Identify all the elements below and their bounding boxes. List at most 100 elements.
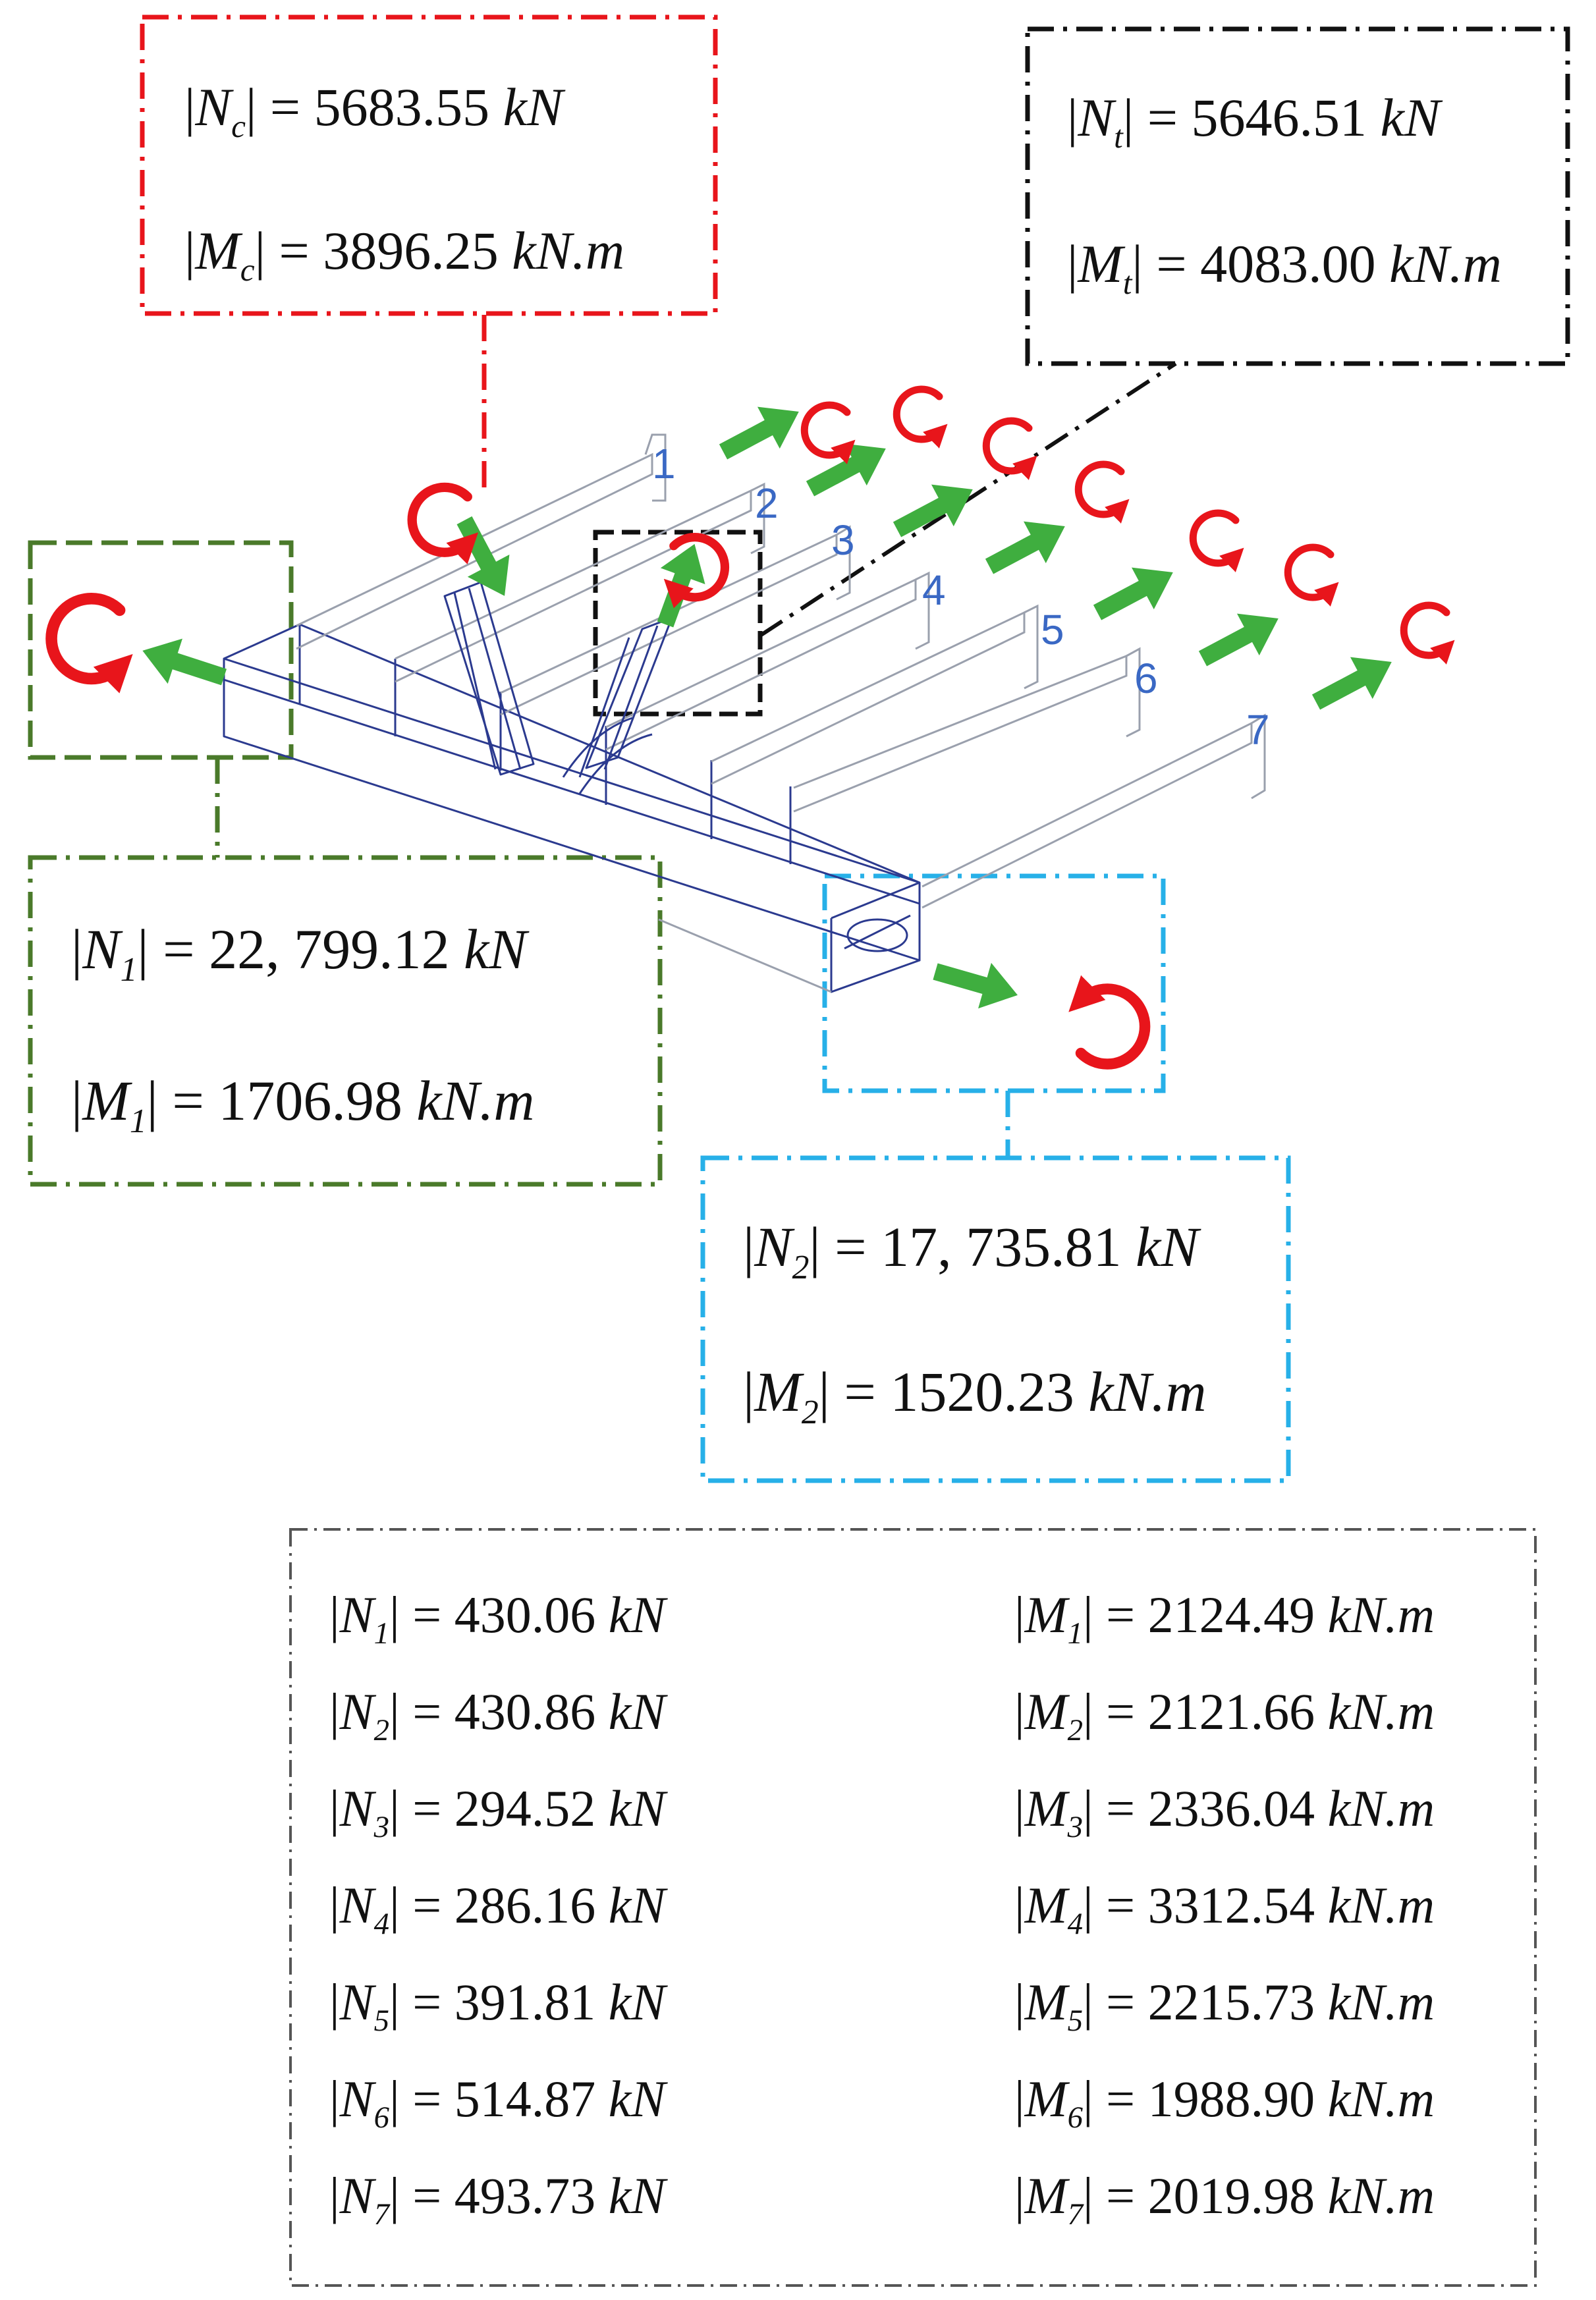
moment-arrow-icon — [1078, 464, 1121, 514]
beams-box-frame — [289, 1528, 1537, 2287]
abs-bar: | — [1067, 88, 1078, 148]
unit: kN — [489, 77, 566, 137]
unit: kN — [1122, 1215, 1202, 1278]
equals: = — [1134, 88, 1191, 148]
symbol: M — [1077, 234, 1126, 294]
subscript: 1 — [130, 1103, 147, 1140]
abs-bar: | — [147, 1069, 158, 1132]
beam-axial-force-2: |N2| = 430.86 kN — [329, 1683, 668, 1747]
value: 391.81 — [454, 1973, 596, 2031]
abs-bar: | — [1083, 1780, 1093, 1837]
symbol: M — [753, 1360, 804, 1423]
beam-moment-1: |M1| = 2124.49 kN.m — [1014, 1586, 1435, 1651]
unit: kN.m — [1074, 1360, 1207, 1423]
beam-moment-2: |M2| = 2121.66 kN.m — [1014, 1683, 1435, 1747]
beam-label-6: 6 — [1134, 655, 1158, 702]
abs-bar: | — [71, 1069, 82, 1132]
symbol: N — [339, 1586, 377, 1643]
value: 430.06 — [454, 1586, 596, 1643]
equals: = — [158, 1069, 219, 1132]
end1-moment: |M1| = 1706.98 kN.m — [71, 1069, 535, 1140]
tension-axial-force: |Nt| = 5646.51 kN — [1067, 88, 1443, 155]
equals: = — [149, 917, 209, 981]
unit: kN.m — [1376, 234, 1502, 294]
value: 22, 799.12 — [209, 917, 450, 981]
value: 4083.00 — [1200, 234, 1376, 294]
abs-bar: | — [1132, 234, 1142, 294]
subscript: 1 — [121, 951, 138, 989]
force-arrow-icon — [643, 535, 717, 633]
chord-box-frame — [140, 14, 718, 316]
symbol: N — [754, 1215, 795, 1278]
symbol: N — [339, 1876, 377, 1934]
unit: kN.m — [1315, 1973, 1435, 2031]
symbol: N — [82, 917, 123, 981]
symbol: N — [1077, 88, 1116, 148]
abs-bar: | — [1014, 2070, 1025, 2127]
abs-bar: | — [389, 1586, 400, 1643]
subscript: 2 — [792, 1249, 810, 1286]
symbol: M — [1024, 1973, 1070, 2031]
equals: = — [1093, 2167, 1148, 2224]
abs-bar: | — [255, 221, 265, 281]
abs-bar: | — [1083, 1973, 1093, 2031]
symbol: N — [339, 1973, 377, 2031]
abs-bar: | — [329, 1683, 340, 1740]
abs-bar: | — [329, 1876, 340, 1934]
value: 514.87 — [454, 2070, 596, 2127]
abs-bar: | — [184, 77, 195, 137]
unit: kN — [595, 1973, 668, 2031]
moment-arrow-icon — [1193, 513, 1236, 563]
beam-moment-6: |M6| = 1988.90 kN.m — [1014, 2070, 1435, 2135]
moment-arrow-icon — [896, 389, 939, 439]
value: 5646.51 — [1191, 88, 1367, 148]
unit: kN.m — [1315, 2167, 1435, 2224]
abs-bar: | — [1083, 2070, 1093, 2127]
abs-bar: | — [329, 1780, 340, 1837]
equals: = — [1093, 2070, 1148, 2127]
subscript: 3 — [373, 1810, 389, 1844]
subscript: t — [1123, 265, 1133, 301]
value: 2019.98 — [1148, 2167, 1315, 2224]
symbol: M — [81, 1069, 132, 1132]
end2-box-frame — [700, 1155, 1291, 1483]
unit: kN.m — [1315, 1683, 1435, 1740]
symbol: M — [1024, 1586, 1070, 1643]
subscript: 1 — [374, 1616, 389, 1651]
abs-bar: | — [1014, 1586, 1025, 1643]
unit: kN.m — [402, 1069, 535, 1132]
equals: = — [400, 1683, 454, 1740]
symbol: N — [194, 77, 234, 137]
equals: = — [400, 1973, 454, 2031]
force-arrow-icon — [886, 468, 984, 551]
equation-layer: |Nc| = 5683.55 kN|Mc| = 3896.25 kN.m|Nt|… — [71, 77, 1502, 2232]
tension-box-frame — [1025, 26, 1570, 366]
moment-arrow-icon — [1288, 547, 1331, 597]
unit: kN.m — [1315, 2070, 1435, 2127]
subscript: c — [240, 252, 255, 288]
subscript: 7 — [374, 2197, 391, 2232]
force-arrow-icon — [1086, 551, 1184, 634]
value: 1706.98 — [218, 1069, 402, 1132]
equals: = — [265, 221, 323, 281]
unit: kN.m — [1315, 1780, 1435, 1837]
subscript: t — [1114, 119, 1124, 155]
unit: kN — [595, 1683, 668, 1740]
end2-axial-force: |N2| = 17, 735.81 kN — [743, 1215, 1201, 1286]
symbol: M — [1024, 1876, 1070, 1934]
abs-bar: | — [184, 221, 195, 281]
end2-detail-frame — [822, 873, 1166, 1093]
abs-bar: | — [1014, 1973, 1025, 2031]
unit: kN — [595, 2070, 668, 2127]
symbol: N — [339, 1780, 377, 1837]
value: 1988.90 — [1148, 2070, 1315, 2127]
subscript: 7 — [1068, 2197, 1084, 2232]
value: 430.86 — [454, 1683, 596, 1740]
abs-bar: | — [329, 1586, 340, 1643]
value: 2336.04 — [1148, 1780, 1315, 1837]
chord-moment: |Mc| = 3896.25 kN.m — [184, 221, 624, 288]
equals: = — [1093, 1876, 1148, 1934]
moment-arrow-icon — [412, 487, 468, 553]
abs-bar: | — [819, 1360, 830, 1423]
unit: kN.m — [499, 221, 624, 281]
